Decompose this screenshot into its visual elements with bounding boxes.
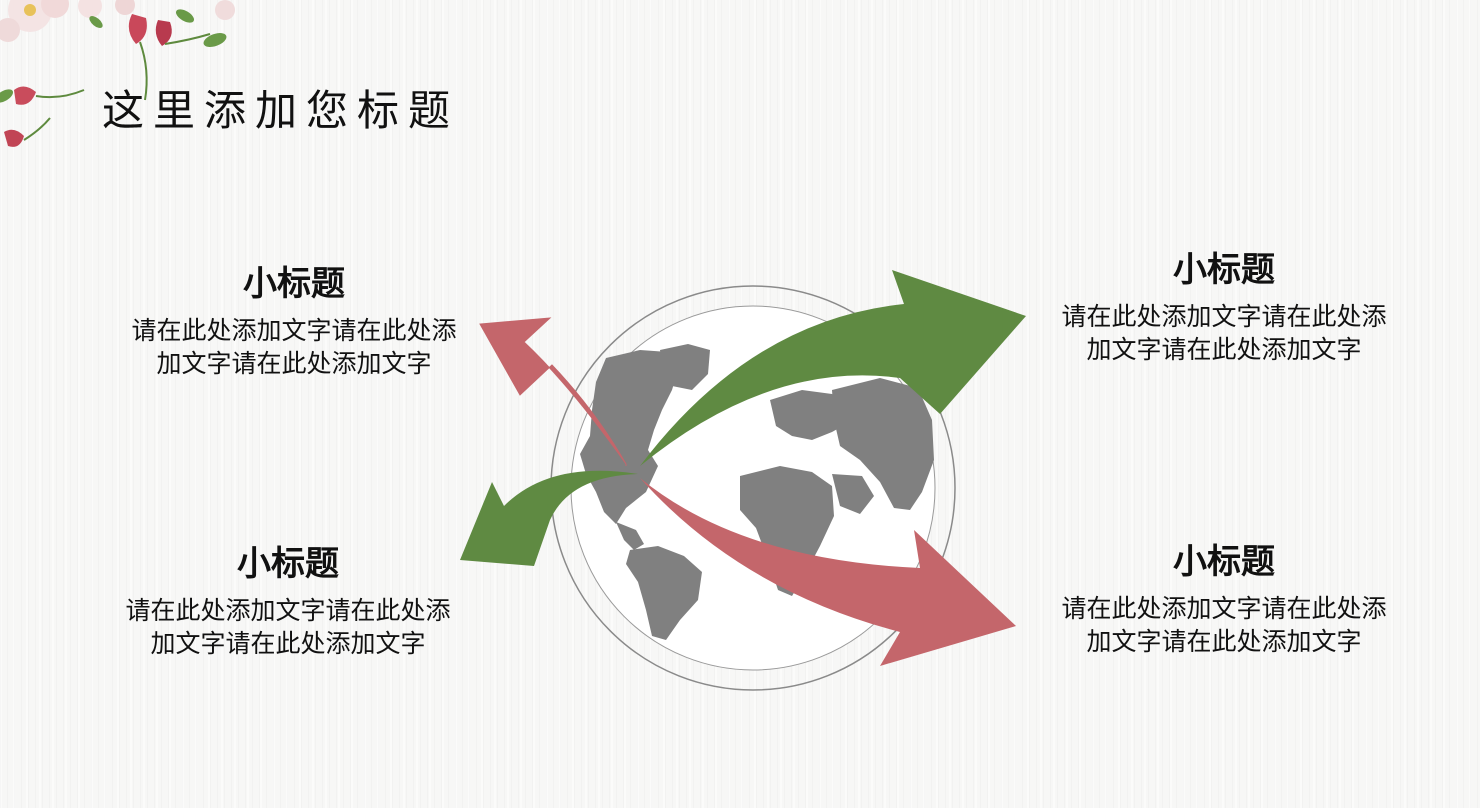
body-text: 请在此处添加文字请在此处添加文字请在此处添加文字 bbox=[1061, 302, 1387, 364]
red-arrow-down-right bbox=[640, 478, 1016, 666]
greenland bbox=[660, 344, 710, 390]
leaves bbox=[0, 9, 227, 103]
stems bbox=[23, 33, 211, 141]
page-title: 这里添加您标题 bbox=[102, 86, 460, 136]
green-arrow-up-right bbox=[640, 270, 1026, 466]
body-text: 请在此处添加文字请在此处添加文字请在此处添加文字 bbox=[1061, 594, 1387, 656]
subtitle: 小标题 bbox=[1173, 542, 1275, 582]
text-block-bottom-right: 小标题 请在此处添加文字请在此处添加文字请在此处添加文字 bbox=[1044, 542, 1404, 658]
rosebuds bbox=[4, 14, 172, 147]
body-text: 请在此处添加文字请在此处添加文字请在此处添加文字 bbox=[131, 316, 457, 378]
text-block-top-left: 小标题 请在此处添加文字请在此处添加文字请在此处添加文字 bbox=[114, 264, 474, 380]
text-block-bottom-left: 小标题 请在此处添加文字请在此处添加文字请在此处添加文字 bbox=[108, 544, 468, 660]
flower-cluster-top bbox=[0, 0, 235, 42]
globe-with-arrows-icon bbox=[460, 270, 1026, 691]
subtitle: 小标题 bbox=[237, 544, 339, 584]
text-block-top-right: 小标题 请在此处添加文字请在此处添加文字请在此处添加文字 bbox=[1044, 250, 1404, 366]
north-america bbox=[580, 350, 678, 524]
green-arrow-down-left bbox=[460, 470, 638, 566]
continents bbox=[580, 344, 934, 640]
subtitle: 小标题 bbox=[1173, 250, 1275, 290]
body-text: 请在此处添加文字请在此处添加文字请在此处添加文字 bbox=[125, 596, 451, 658]
arabia bbox=[832, 474, 874, 514]
central-america bbox=[616, 522, 644, 550]
subtitle: 小标题 bbox=[243, 264, 345, 304]
south-america bbox=[626, 546, 702, 640]
red-arrow-up-left bbox=[479, 317, 627, 466]
europe bbox=[770, 390, 852, 440]
asia bbox=[832, 378, 934, 510]
floral-corner-icon bbox=[0, 0, 235, 147]
